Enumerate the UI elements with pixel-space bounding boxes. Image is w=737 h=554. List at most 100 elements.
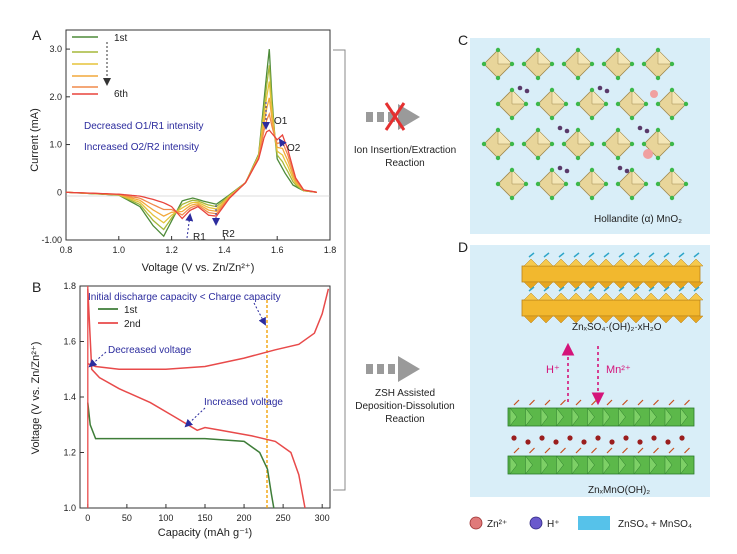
b-xtick-label: 250 (276, 513, 291, 523)
interlayer-ion (553, 439, 559, 445)
b-xtick-label: 50 (122, 513, 132, 523)
tunnel-ion (637, 125, 643, 131)
legend-1st: 1st (114, 33, 128, 44)
zsh-layers (521, 252, 704, 324)
mno6-octahedron (495, 87, 529, 121)
panel-a-ylabel: Current (mA) (29, 108, 41, 172)
c-arrow-line1: Ion Insertion/Extraction (354, 145, 456, 156)
mno6-octahedron (601, 127, 635, 161)
zsh-layer (521, 286, 704, 324)
znmno-layer (507, 447, 695, 475)
mno6-octahedron (495, 167, 529, 201)
legend-b-2nd: 2nd (124, 319, 141, 330)
zsh-layer (521, 252, 704, 290)
a-xtick-label: 1.8 (324, 245, 337, 255)
mno6-octahedron (521, 127, 555, 161)
panel-a-note2: Increased O2/R2 intensity (84, 142, 199, 153)
zn-ion-in-tunnel (643, 149, 653, 159)
tunnel-ion (597, 85, 603, 91)
arrow-to-d: ZSH Assisted Deposition-Dissolution Reac… (355, 356, 455, 425)
tunnel-ion (557, 165, 563, 171)
interlayer-ion (651, 435, 657, 441)
legend-h: H⁺ (547, 519, 560, 530)
legend-6th: 6th (114, 89, 128, 100)
b-xtick-label: 200 (237, 513, 252, 523)
panel-b-xlabel: Capacity (mAh g⁻¹) (158, 527, 252, 539)
panel-a-axes-frame (65, 29, 331, 241)
mno6-octahedron (655, 167, 689, 201)
panel-a-curves (65, 49, 317, 238)
second-discharge-curve (87, 288, 306, 509)
mno6-octahedron (481, 127, 515, 161)
zn-mn-sulfate-swatch (578, 516, 610, 530)
second-charge-curve (87, 288, 330, 371)
tunnel-ion (604, 88, 610, 94)
a-ytick-label: 1.0 (49, 140, 62, 150)
mno6-octahedron (641, 47, 675, 81)
panel-a-letter: A (32, 27, 42, 43)
legend-b-1st: 1st (124, 305, 138, 316)
mno6-octahedron (615, 87, 649, 121)
interlayer-ion (581, 439, 587, 445)
interlayer-ion (665, 439, 671, 445)
panel-c: C Hollandite (α) MnO₂ (458, 32, 710, 234)
c-arrow-line2: Reaction (385, 158, 424, 169)
h-label: H⁺ (546, 364, 560, 376)
a-xtick-label: 1.6 (271, 245, 284, 255)
peak-r1: R1 (193, 232, 206, 243)
mno6-octahedron (615, 167, 649, 201)
d-bottom-label: ZnₓMnO(OH)₂ (588, 485, 650, 496)
b-xtick-label: 300 (315, 513, 330, 523)
a-xtick-label: 1.0 (113, 245, 126, 255)
tunnel-ion (644, 128, 650, 134)
species-legend: Zn²⁺ H⁺ ZnSO₄ + MnSO₄ (469, 516, 692, 530)
interlayer-ion (609, 439, 615, 445)
panel-b-y-ticks: 1.01.21.41.61.8 (63, 281, 84, 513)
ann-decreased-arrow (88, 351, 107, 368)
peak-o2: O2 (287, 143, 301, 154)
d-arrow-line2: Deposition-Dissolution (355, 401, 455, 412)
tunnel-ion (564, 168, 570, 174)
mno6-octahedron (561, 127, 595, 161)
d-arrow-line1: ZSH Assisted (375, 388, 435, 399)
cycle-6-curve (65, 129, 317, 220)
h-ion-icon (529, 516, 543, 530)
top-note-arrow (253, 302, 266, 326)
a-xtick-label: 0.8 (60, 245, 73, 255)
tunnel-ion (517, 85, 523, 91)
panel-c-background (470, 38, 710, 234)
b-xtick-label: 100 (158, 513, 173, 523)
b-ytick-label: 1.8 (63, 281, 76, 291)
mno6-octahedron (521, 47, 555, 81)
interlayer-ion (567, 435, 573, 441)
b-ytick-label: 1.6 (63, 337, 76, 347)
zn-ion-in-tunnel (650, 90, 658, 98)
panel-d-letter: D (458, 239, 468, 255)
ann-increased-voltage: Increased voltage (204, 397, 283, 408)
znmno-layer (507, 399, 695, 427)
panel-a-xlabel: Voltage (V vs. Zn/Zn²⁺) (142, 262, 255, 274)
panel-d: D ZnₓSO₄·(OH)₂·xH₂O H⁺ Mn²⁺ ZnₓMnO(OH)₂ (458, 239, 710, 497)
interlayer-ion (637, 439, 643, 445)
b-xtick-label: 0 (85, 513, 90, 523)
mno6-octahedron (535, 167, 569, 201)
ann-decreased-voltage: Decreased voltage (108, 345, 192, 356)
first-discharge-curve (87, 402, 275, 509)
hollandite-structure (481, 47, 689, 201)
panel-b-ylabel: Voltage (V vs. Zn/Zn²⁺) (30, 342, 42, 455)
tunnel-ion (617, 165, 623, 171)
b-ytick-label: 1.4 (63, 392, 76, 402)
panel-a-note1: Decreased O1/R1 intensity (84, 121, 204, 132)
peak-r2: R2 (222, 229, 235, 240)
a-ytick-label: 3.0 (49, 44, 62, 54)
tunnel-ion (564, 128, 570, 134)
interlayer-ion (511, 435, 517, 441)
b-ytick-label: 1.2 (63, 448, 76, 458)
interlayer-ion (539, 435, 545, 441)
r1-arrow (185, 213, 194, 239)
legend-sulfate: ZnSO₄ + MnSO₄ (618, 519, 692, 530)
c-structure-label: Hollandite (α) MnO₂ (594, 214, 682, 225)
